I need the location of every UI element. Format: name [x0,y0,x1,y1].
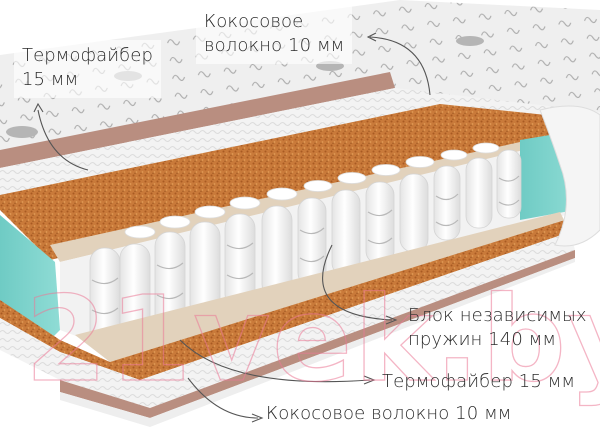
spunbond-bottom [75,212,565,362]
label-line: Термофайбер 15 мм [382,371,576,392]
label-line: Кокосовое [204,11,304,32]
pocket-springs [89,142,522,349]
label-line: Термофайбер [22,45,153,66]
label-line: Кокосовое волокно 10 мм [266,403,512,424]
spunbond-top [50,130,575,262]
pointer-arrows [33,32,431,423]
coconut-layer-top [0,104,578,260]
bottom-cover [60,258,575,427]
label-coconut-top: Кокосовое волокно 10 мм [196,6,353,64]
label-line: 15 мм [22,69,79,90]
label-thermofiber-bottom: Термофайбер 15 мм [382,370,575,394]
label-line: Блок независимых [408,305,587,326]
label-thermofiber-top: Термофайбер 15 мм [14,40,161,98]
label-line: пружин 140 мм [408,329,557,350]
label-coconut-bottom: Кокосовое волокно 10 мм [266,402,511,426]
label-line: волокно 10 мм [204,35,345,56]
felt-layer-bottom [60,250,575,418]
felt-layer-top [0,72,395,168]
label-spring-block: Блок независимых пружин 140 мм [408,304,587,352]
cover-edge-right [539,105,600,247]
foam-side-left [0,215,60,340]
